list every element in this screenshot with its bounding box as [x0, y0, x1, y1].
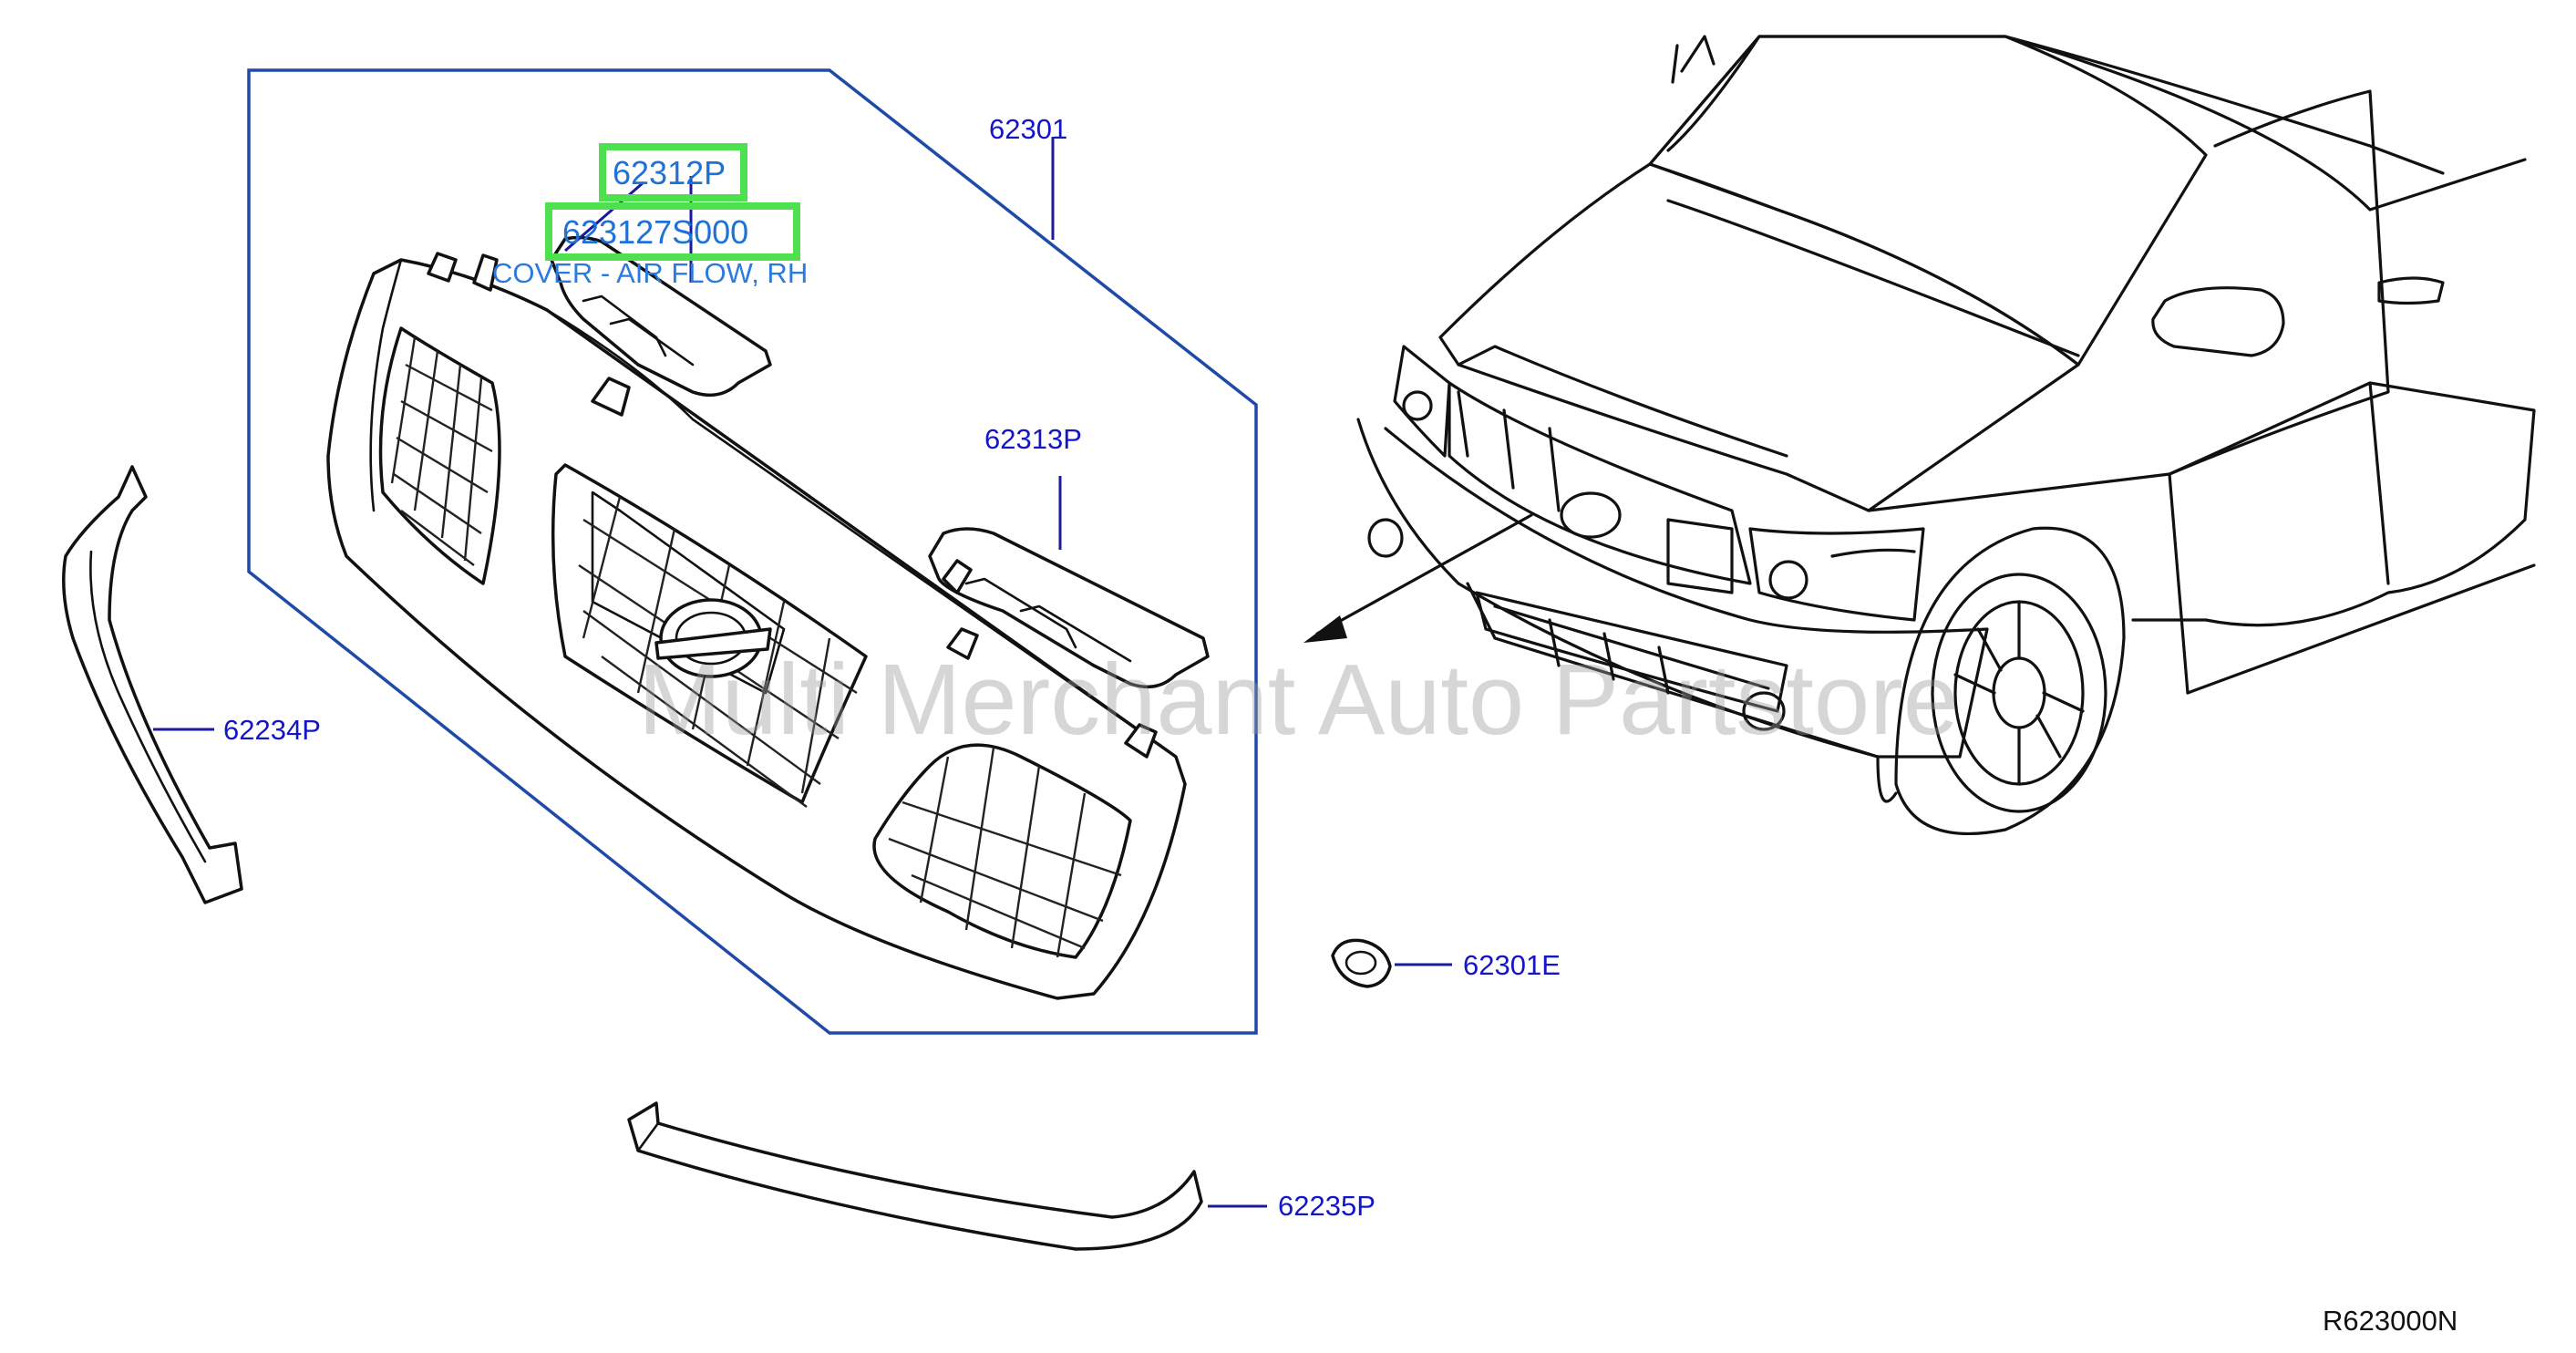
- highlight-box-part: [545, 202, 800, 261]
- headlight-icon: [1768, 560, 1808, 600]
- fog-light-right-icon: [1742, 691, 1786, 731]
- direction-arrow-icon: [1303, 513, 1533, 643]
- fog-light-left-icon: [1367, 518, 1404, 558]
- label-62301E[interactable]: 62301E: [1463, 949, 1561, 981]
- clip-icon: [1331, 938, 1392, 988]
- highlight-box-ref: [599, 143, 747, 201]
- label-623127S000[interactable]: 623127S000: [562, 213, 748, 251]
- label-62313P[interactable]: 62313P: [984, 423, 1082, 455]
- assembly-frame: [247, 68, 1258, 1035]
- label-62301[interactable]: 62301: [989, 113, 1067, 145]
- lower-molding: [627, 1101, 1203, 1251]
- part-description: COVER - AIR FLOW, RH: [492, 257, 808, 289]
- front-wheel-icon: [1894, 526, 2126, 836]
- air-flow-cover-rh: [550, 235, 772, 398]
- air-flow-cover-lh: [928, 527, 1210, 689]
- diagram-reference: R623000N: [2323, 1305, 2458, 1337]
- grille-mesh-left: [390, 336, 493, 566]
- radiator-grille: [326, 252, 1187, 1000]
- watermark: Multi Merchant Auto Partstore: [638, 644, 1959, 756]
- label-62235P[interactable]: 62235P: [1278, 1190, 1376, 1222]
- grille-mesh-right: [888, 747, 1122, 958]
- label-62312P[interactable]: 62312P: [613, 154, 726, 191]
- nissan-emblem-icon: [654, 598, 772, 678]
- leader-lines: [153, 137, 1452, 1208]
- side-molding: [62, 465, 243, 904]
- truck-illustration: [1303, 35, 2536, 836]
- truck-emblem-icon: [1560, 491, 1622, 539]
- label-62234P[interactable]: 62234P: [223, 714, 321, 746]
